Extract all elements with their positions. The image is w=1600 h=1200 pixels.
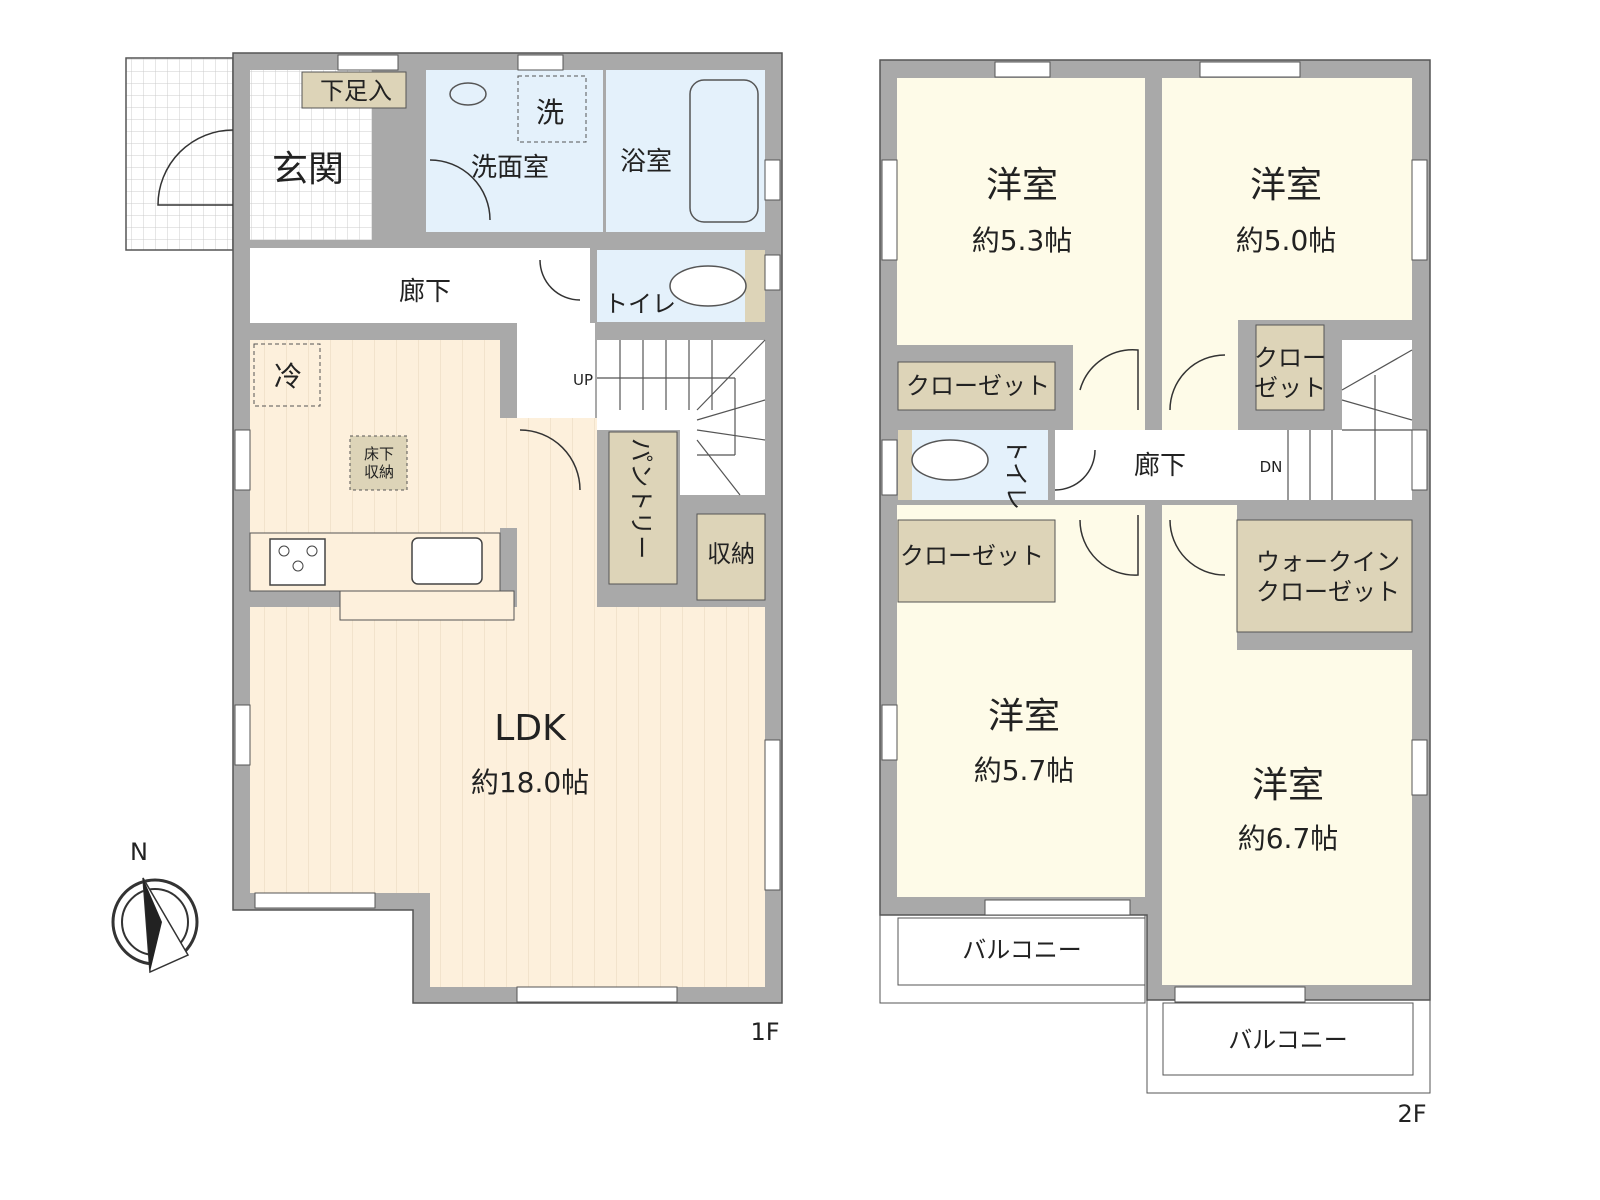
closet-nw bbox=[897, 361, 1056, 411]
label-washer: 洗 bbox=[536, 96, 564, 129]
label-toilet-1f: トイレ bbox=[604, 290, 676, 318]
washer-space bbox=[517, 75, 587, 143]
label-room-ne: 洋室 bbox=[1250, 165, 1322, 206]
kitchen-sink-icon bbox=[411, 537, 483, 585]
storage-1f bbox=[696, 513, 766, 601]
hallway-1f bbox=[250, 248, 590, 340]
floor-label-2f: 2F bbox=[1397, 1100, 1426, 1128]
pantry bbox=[608, 431, 678, 585]
label-washroom: 洗面室 bbox=[471, 153, 549, 183]
label-closet-ne-2: ゼット bbox=[1254, 374, 1326, 402]
door-toilet-2f[interactable] bbox=[1054, 449, 1096, 491]
label-room-nw-size: 約5.3帖 bbox=[972, 224, 1073, 257]
label-toilet-2f: トイレ bbox=[1002, 438, 1030, 510]
door-room-sw[interactable] bbox=[1079, 515, 1139, 576]
ldk bbox=[250, 418, 765, 987]
bathtub-icon bbox=[689, 79, 759, 223]
label-hallway-1f: 廊下 bbox=[399, 277, 451, 307]
bathroom bbox=[606, 70, 765, 232]
sink-icon bbox=[449, 82, 487, 106]
door-room-se[interactable] bbox=[1169, 519, 1226, 576]
washroom bbox=[426, 70, 603, 232]
label-ldk: LDK bbox=[494, 708, 567, 749]
door-room-nw[interactable] bbox=[1079, 349, 1139, 410]
floor-1: 玄関 下足入 洗 洗面室 浴室 廊下 トイレ UP 冷 床下 収納 パントリー … bbox=[125, 52, 783, 1046]
door-toilet[interactable] bbox=[539, 259, 581, 301]
label-walkin-2: クローゼット bbox=[1256, 578, 1400, 606]
label-shoe-storage: 下足入 bbox=[320, 77, 392, 105]
door-ldk[interactable] bbox=[519, 429, 581, 491]
hallway-2f bbox=[1055, 430, 1412, 500]
room-nw bbox=[897, 78, 1145, 345]
toilet-icon bbox=[669, 265, 747, 307]
label-underfloor-1: 床下 bbox=[364, 445, 394, 463]
label-hallway-2f: 廊下 bbox=[1134, 451, 1186, 481]
shoe-storage bbox=[301, 71, 407, 109]
closet-sw bbox=[897, 519, 1056, 603]
closet-ne bbox=[1255, 324, 1325, 411]
label-closet-nw: クローゼット bbox=[906, 372, 1050, 400]
entrance-porch bbox=[125, 57, 234, 251]
label-room-sw-size: 約5.7帖 bbox=[974, 754, 1075, 787]
floor-2: 洋室 約5.3帖 洋室 約5.0帖 洋室 約5.7帖 洋室 約6.7帖 クローゼ… bbox=[879, 59, 1431, 1128]
label-closet-sw: クローゼット bbox=[900, 542, 1044, 570]
label-closet-ne-1: クロー bbox=[1254, 344, 1326, 372]
label-room-ne-size: 約5.0帖 bbox=[1236, 224, 1337, 257]
label-storage-1f: 収納 bbox=[707, 540, 755, 568]
door-room-ne[interactable] bbox=[1169, 354, 1226, 411]
label-pantry: パントリー bbox=[627, 438, 655, 559]
compass-icon: N bbox=[111, 838, 199, 974]
walk-in-closet bbox=[1236, 519, 1413, 633]
label-room-se: 洋室 bbox=[1252, 765, 1324, 806]
door-washroom[interactable] bbox=[429, 159, 491, 221]
label-underfloor-2: 収納 bbox=[364, 463, 394, 481]
label-room-se-size: 約6.7帖 bbox=[1238, 822, 1339, 855]
front-door[interactable] bbox=[157, 129, 234, 206]
label-stairs-up[interactable]: UP bbox=[573, 371, 593, 389]
label-balcony-east: バルコニー bbox=[1228, 1026, 1348, 1054]
toilet-icon-2f bbox=[911, 439, 989, 481]
label-balcony-west: バルコニー bbox=[962, 936, 1082, 964]
fridge-space bbox=[253, 343, 321, 407]
label-fridge: 冷 bbox=[274, 360, 302, 393]
underfloor-storage bbox=[349, 435, 408, 491]
stove-icon bbox=[269, 538, 326, 586]
label-genkan: 玄関 bbox=[272, 149, 344, 190]
label-walkin-1: ウォークイン bbox=[1256, 548, 1400, 576]
compass-north-label: N bbox=[130, 838, 148, 866]
floor-label-1f: 1F bbox=[750, 1018, 779, 1046]
label-ldk-size: 約18.0帖 bbox=[471, 766, 589, 799]
kitchen-bar-counter bbox=[339, 590, 515, 621]
room-ne bbox=[1162, 78, 1412, 320]
label-room-nw: 洋室 bbox=[986, 165, 1058, 206]
label-room-sw: 洋室 bbox=[988, 696, 1060, 737]
label-bathroom: 浴室 bbox=[620, 147, 672, 177]
label-stairs-down[interactable]: DN bbox=[1260, 458, 1283, 476]
